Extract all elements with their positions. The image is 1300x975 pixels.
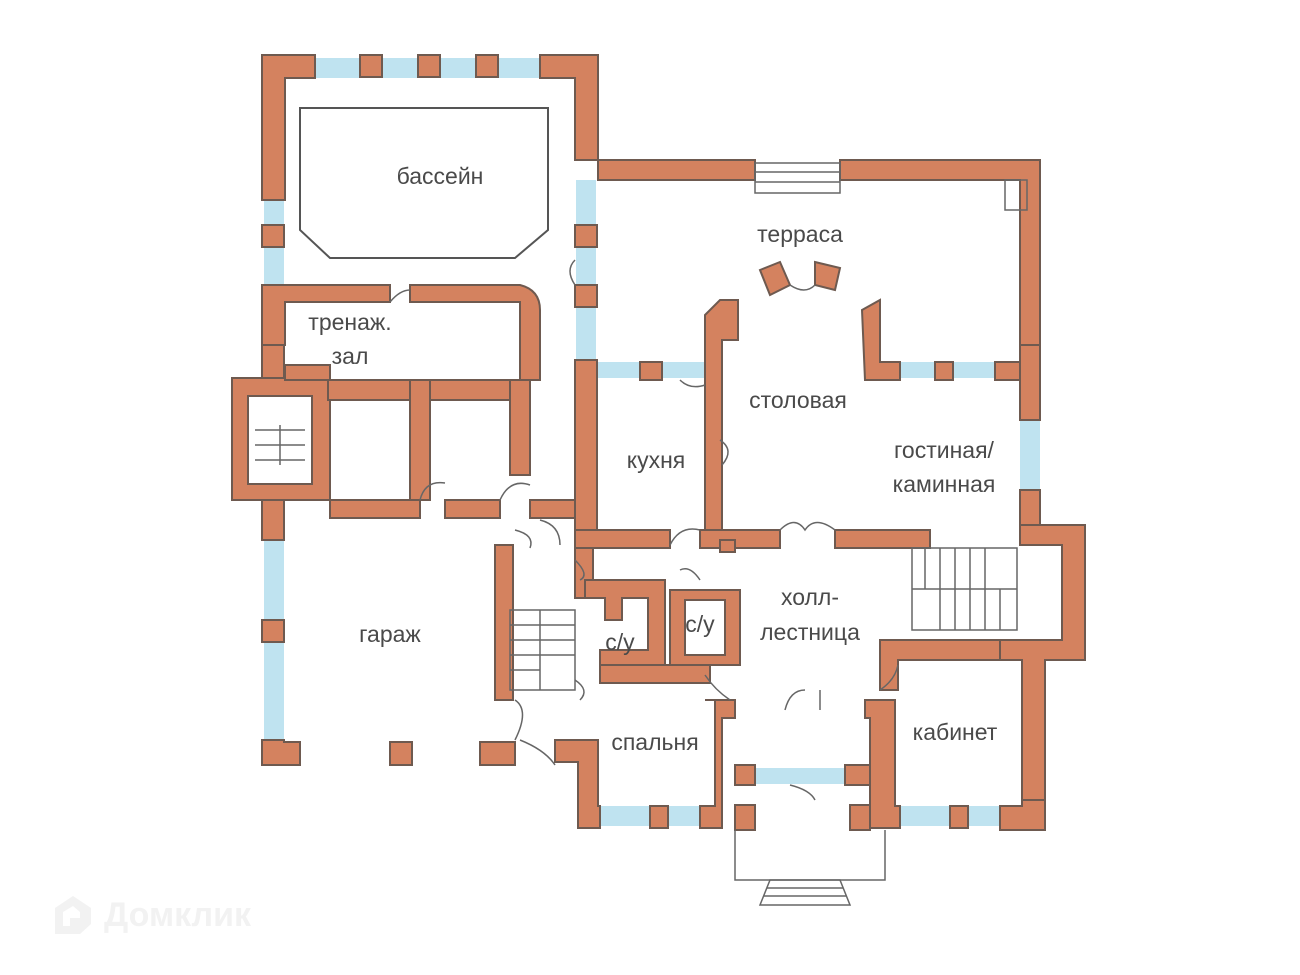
label-kitchen: кухня	[627, 447, 685, 473]
label-gym-2: зал	[332, 343, 369, 369]
label-wc-2: с/у	[685, 611, 715, 637]
pool-outline	[299, 107, 549, 259]
fixtures	[255, 107, 1028, 906]
label-terrace: терраса	[757, 221, 843, 247]
label-pool: бассейн	[397, 163, 484, 189]
doors	[389, 259, 899, 801]
label-bedroom: спальня	[611, 729, 698, 755]
label-wc-1: с/у	[605, 629, 635, 655]
label-hall-1: холл-	[781, 584, 839, 610]
label-living-2: каминная	[893, 471, 996, 497]
label-study: кабинет	[913, 719, 998, 745]
label-hall-2: лестница	[760, 619, 860, 645]
stairs-right	[911, 547, 1018, 631]
label-gym-1: тренаж.	[308, 309, 391, 335]
label-garage: гараж	[359, 621, 421, 647]
label-living-1: гостиная/	[894, 437, 995, 463]
watermark: Домклик	[50, 892, 251, 938]
watermark-text: Домклик	[104, 895, 252, 934]
porch	[734, 830, 886, 881]
stairs-small	[255, 425, 305, 465]
entrance-steps	[758, 879, 852, 906]
label-dining: столовая	[749, 387, 847, 413]
stairs-left	[509, 609, 576, 691]
room-labels: бассейн терраса тренаж. зал столовая кух…	[308, 163, 997, 755]
house-logo-icon	[55, 896, 91, 934]
terrace-steps	[754, 162, 841, 194]
walls	[231, 54, 1086, 831]
